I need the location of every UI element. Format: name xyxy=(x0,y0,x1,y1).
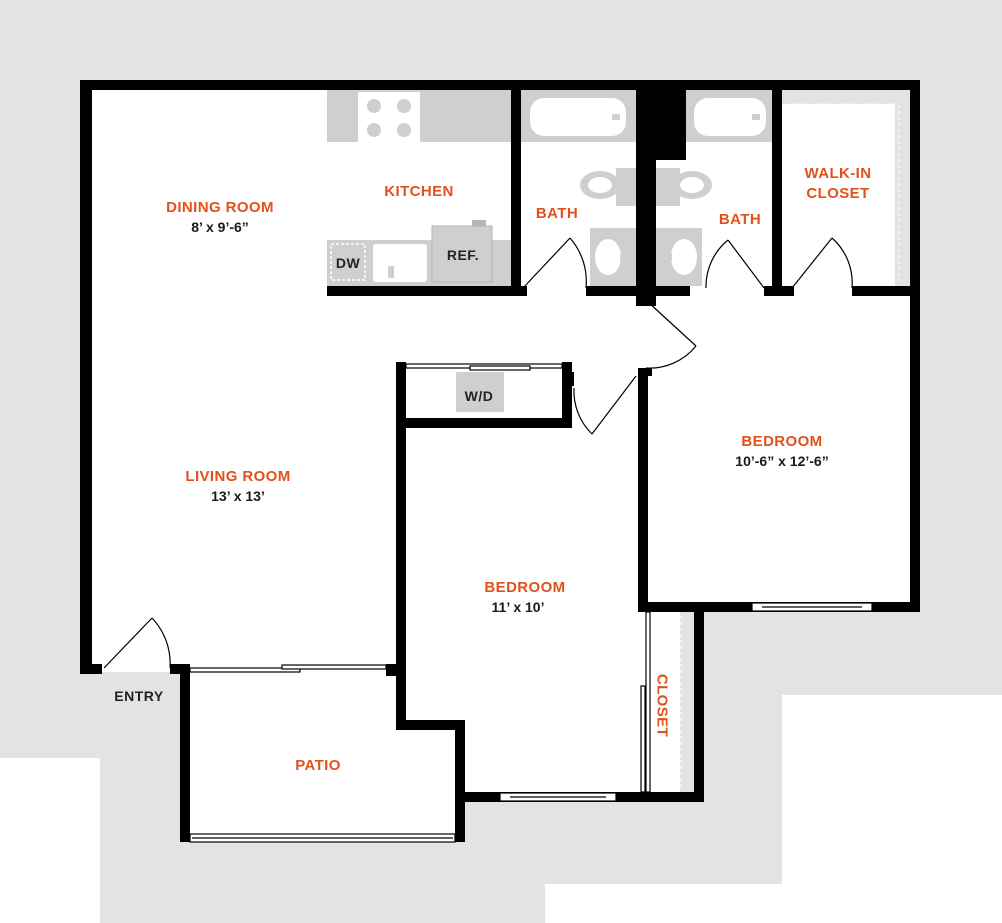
bedroom-2-size: 11’ x 10’ xyxy=(491,599,545,615)
bath-2-label: BATH xyxy=(718,211,762,228)
walk-in-shelf-side xyxy=(895,90,910,286)
washer-dryer-unit xyxy=(456,372,504,412)
patio-label: PATIO xyxy=(295,757,341,774)
bedroom-2-label: BEDROOM xyxy=(484,579,566,596)
dining-room-label: DINING ROOM xyxy=(166,199,274,216)
washer-dryer-label: W/D xyxy=(464,388,494,404)
closet-label: CLOSET xyxy=(653,673,671,738)
sliding-door-icon xyxy=(189,363,651,793)
living-room-label: LIVING ROOM xyxy=(185,468,291,485)
apartment-floor xyxy=(80,80,920,842)
refrigerator-icon xyxy=(431,220,493,283)
dishwasher-label: DW xyxy=(335,255,361,271)
living-room-size: 13’ x 13’ xyxy=(211,488,265,504)
bath-sink-icon xyxy=(590,228,636,286)
closet-shelf xyxy=(680,612,696,794)
window-icon xyxy=(189,602,873,843)
sink-icon xyxy=(373,244,427,282)
walk-in-shelf-top xyxy=(782,90,910,104)
dining-room-size: 8’ x 9’-6” xyxy=(191,219,249,235)
bathtub-icon xyxy=(520,90,636,142)
bedroom-1-size: 10’-6” x 12’-6” xyxy=(735,453,829,469)
door-swing-icon xyxy=(103,237,853,669)
dishwasher-outline xyxy=(330,243,366,281)
bath-1-label: BATH xyxy=(535,205,579,222)
bath-sink-icon xyxy=(656,228,702,286)
kitchen-label: KITCHEN xyxy=(384,183,454,200)
walk-in-closet-label-line1: WALK-IN xyxy=(804,165,872,182)
entry-label: ENTRY xyxy=(114,688,164,704)
bathtub-icon xyxy=(686,90,772,142)
toilet-icon xyxy=(656,168,712,206)
refrigerator-label: REF. xyxy=(446,247,480,263)
range-cooktop-icon xyxy=(358,92,420,144)
bedroom-1-label: BEDROOM xyxy=(741,433,823,450)
walk-in-closet-label-line2: CLOSET xyxy=(806,185,870,202)
